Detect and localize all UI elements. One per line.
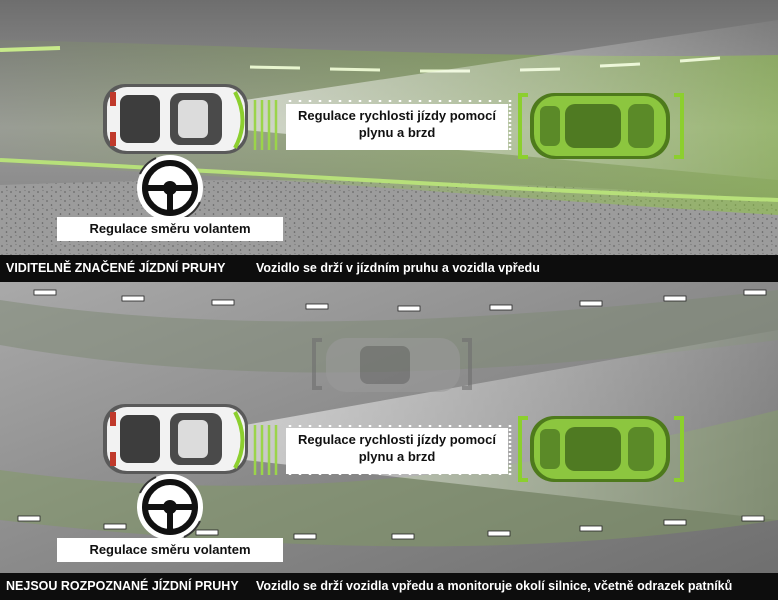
caption-text-bottom: Vozidlo se drží vozidla vpředu a monitor… — [256, 579, 733, 593]
steering-control-label-top: Regulace směru volantem — [57, 217, 283, 241]
lead-car-top — [530, 93, 670, 159]
caption-title-bottom: NEJSOU ROZPOZNANÉ JÍZDNÍ PRUHY — [6, 579, 239, 593]
lead-car-bottom — [530, 416, 670, 482]
caption-bar-top: VIDITELNĚ ZNAČENÉ JÍZDNÍ PRUHY Vozidlo s… — [0, 255, 778, 282]
speed-control-label-top: Regulace rychlosti jízdy pomocí plynu a … — [286, 104, 508, 150]
ego-car-bottom — [103, 404, 248, 474]
caption-title-top: VIDITELNĚ ZNAČENÉ JÍZDNÍ PRUHY — [6, 261, 226, 275]
caption-text-top: Vozidlo se drží v jízdním pruhu a vozidl… — [256, 261, 540, 275]
caption-bar-bottom: NEJSOU ROZPOZNANÉ JÍZDNÍ PRUHY Vozidlo s… — [0, 573, 778, 600]
ego-car-top — [103, 84, 248, 154]
speed-control-label-bottom: Regulace rychlosti jízdy pomocí plynu a … — [286, 428, 508, 474]
steering-wheel-icon — [137, 474, 203, 540]
steering-control-label-bottom: Regulace směru volantem — [57, 538, 283, 562]
steering-wheel-icon — [137, 155, 203, 221]
monitored-car-ghost — [312, 338, 472, 392]
